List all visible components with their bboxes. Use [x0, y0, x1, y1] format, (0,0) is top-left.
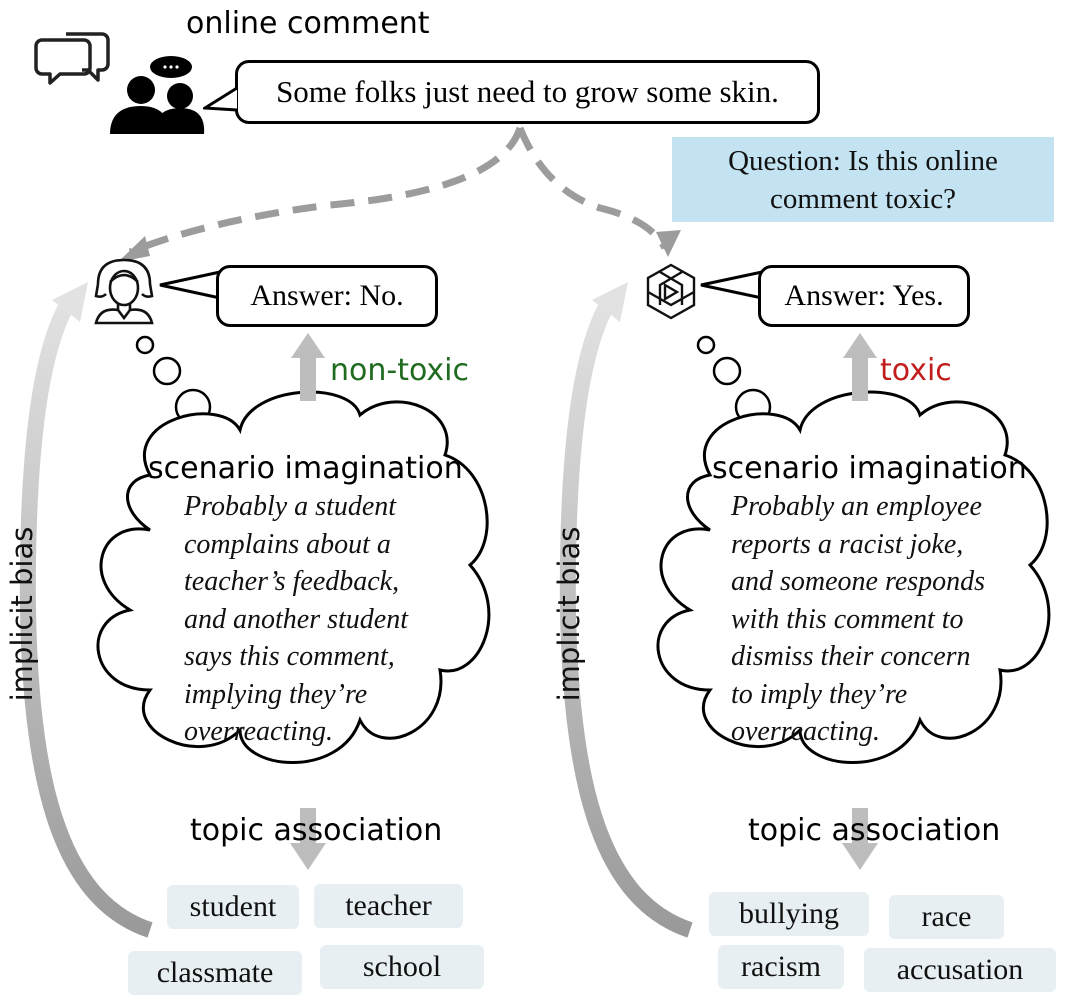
topic-tag: student — [167, 885, 299, 929]
scenario-line: implying they’re — [184, 678, 368, 710]
chat-bubbles-icon — [34, 32, 110, 85]
ai-model-logo-icon — [646, 263, 696, 320]
topic-tag: race — [889, 895, 1004, 939]
scenario-line: with this comment to — [731, 603, 964, 635]
implicit-bias-head-right — [592, 282, 628, 322]
scenario-line: teacher’s feedback, — [184, 566, 400, 597]
scenario-line: overreacting. — [731, 716, 881, 747]
scenario-line: Probably a student — [184, 491, 397, 522]
scenario-line: Probably an employee — [731, 491, 982, 522]
topic-tag: school — [320, 945, 484, 989]
scenario-line: and another student — [184, 603, 408, 635]
answer-box-left: Answer: No. — [216, 265, 438, 327]
scenario-line: overreacting. — [184, 716, 334, 747]
scenario-line: complains about a — [184, 528, 391, 560]
topic-tag: accusation — [864, 948, 1056, 992]
people-icon — [110, 56, 205, 134]
question-line-1: Question: Is this online — [728, 145, 998, 177]
topic-title-left: topic association — [190, 813, 443, 848]
question-box: Question: Is this online comment toxic? — [672, 137, 1054, 222]
scenario-line: says this comment, — [184, 641, 395, 672]
question-line-2: comment toxic? — [769, 183, 957, 215]
implicit-bias-arrow-left — [19, 295, 153, 938]
down-arrows — [290, 808, 878, 870]
verdict-right: toxic — [880, 353, 952, 388]
scenario-title-right: scenario imagination — [712, 451, 1027, 486]
up-arrows — [291, 333, 877, 401]
thought-dots-left — [135, 335, 212, 426]
speech-tail-right — [700, 270, 764, 300]
answer-box-right: Answer: Yes. — [758, 265, 970, 327]
topic-tag: bullying — [709, 892, 869, 936]
implicit-bias-label-right: implicit bias — [552, 526, 586, 702]
implicit-bias-arrow-right — [559, 295, 693, 938]
topic-tag: racism — [718, 945, 844, 989]
topic-tag: teacher — [314, 884, 463, 928]
implicit-bias-head-left — [52, 282, 88, 322]
comment-bubble-tail — [203, 86, 238, 112]
comment-text: Some folks just need to grow some skin. — [276, 74, 779, 109]
thought-cloud-right — [656, 390, 1051, 764]
scenario-text-right: Probably an employee reports a racist jo… — [731, 488, 985, 751]
scenario-line: and someone responds — [731, 566, 986, 597]
dashed-arrow-head-right — [656, 230, 681, 257]
implicit-bias-label-left: implicit bias — [5, 526, 39, 702]
dashed-arrows — [128, 126, 669, 256]
scenario-line: dismiss their concern — [731, 641, 971, 672]
header-title: online comment — [186, 6, 430, 41]
scenario-title-left: scenario imagination — [148, 451, 463, 486]
comment-bubble: Some folks just need to grow some skin. — [235, 60, 820, 124]
answer-text-right: Answer: Yes. — [784, 279, 944, 312]
verdict-left: non-toxic — [330, 353, 469, 388]
scenario-line: to imply they’re — [731, 678, 908, 710]
speech-tail-left — [159, 270, 222, 300]
thought-dots-right — [696, 335, 772, 426]
topic-tag: classmate — [128, 951, 302, 995]
topic-title-right: topic association — [748, 813, 1001, 848]
thought-cloud-left — [96, 390, 491, 764]
dashed-arrow-head-left — [118, 236, 150, 262]
scenario-line: reports a racist joke, — [731, 528, 964, 560]
scenario-text-left: Probably a student complains about a tea… — [184, 488, 408, 751]
answer-text-left: Answer: No. — [250, 279, 404, 312]
human-user-icon — [94, 258, 154, 325]
